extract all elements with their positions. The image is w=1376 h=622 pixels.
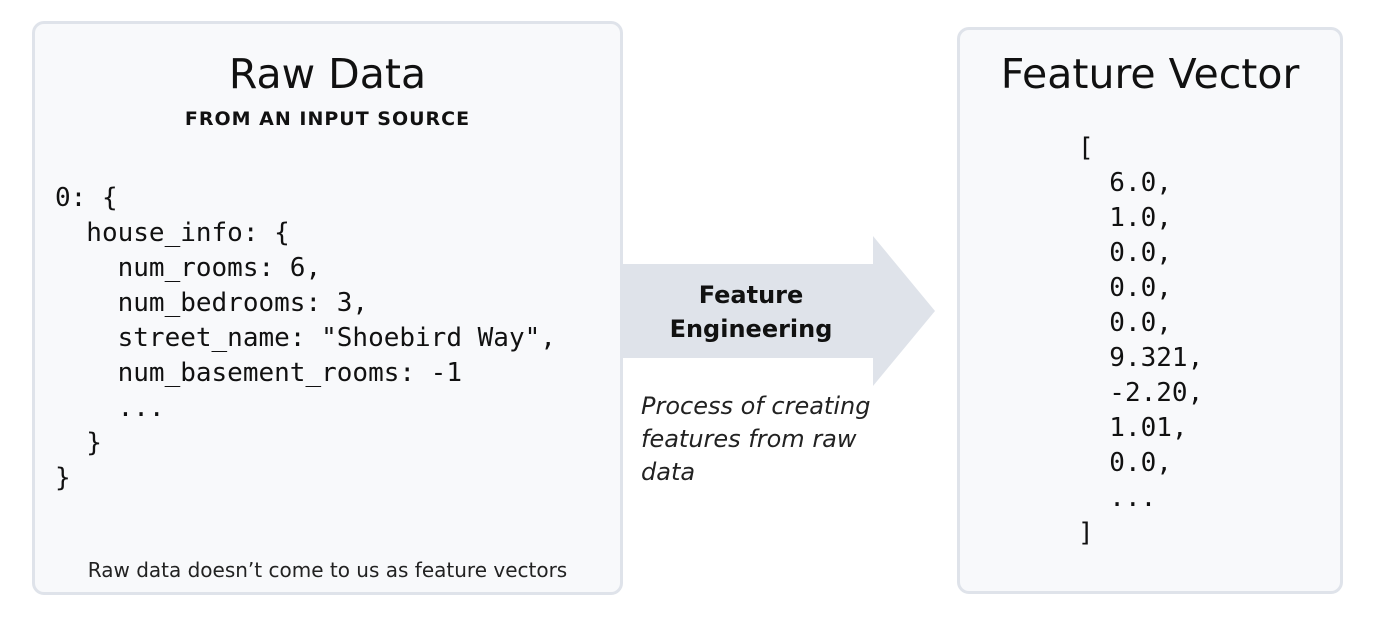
raw-data-panel: Raw Data FROM AN INPUT SOURCE 0: { house… [32, 21, 623, 595]
feature-vector-panel: Feature Vector [ 6.0, 1.0, 0.0, 0.0, 0.0… [957, 27, 1343, 594]
feature-engineering-arrow [623, 236, 935, 386]
raw-data-subtitle: FROM AN INPUT SOURCE [184, 108, 471, 130]
raw-data-title: Raw Data [228, 50, 427, 98]
feature-vector-code: [ 6.0, 1.0, 0.0, 0.0, 0.0, 9.321, -2.20,… [1078, 133, 1204, 548]
feature-engineering-label: Feature Engineering [669, 281, 833, 343]
feature-vector-title: Feature Vector [1000, 50, 1300, 98]
raw-data-footnote: Raw data doesn’t come to us as feature v… [87, 558, 568, 582]
arrow-shape [623, 236, 935, 386]
feature-engineering-caption: Process of creating features from raw da… [641, 392, 871, 486]
raw-data-code: 0: { house_info: { num_rooms: 6, num_bed… [55, 183, 556, 493]
